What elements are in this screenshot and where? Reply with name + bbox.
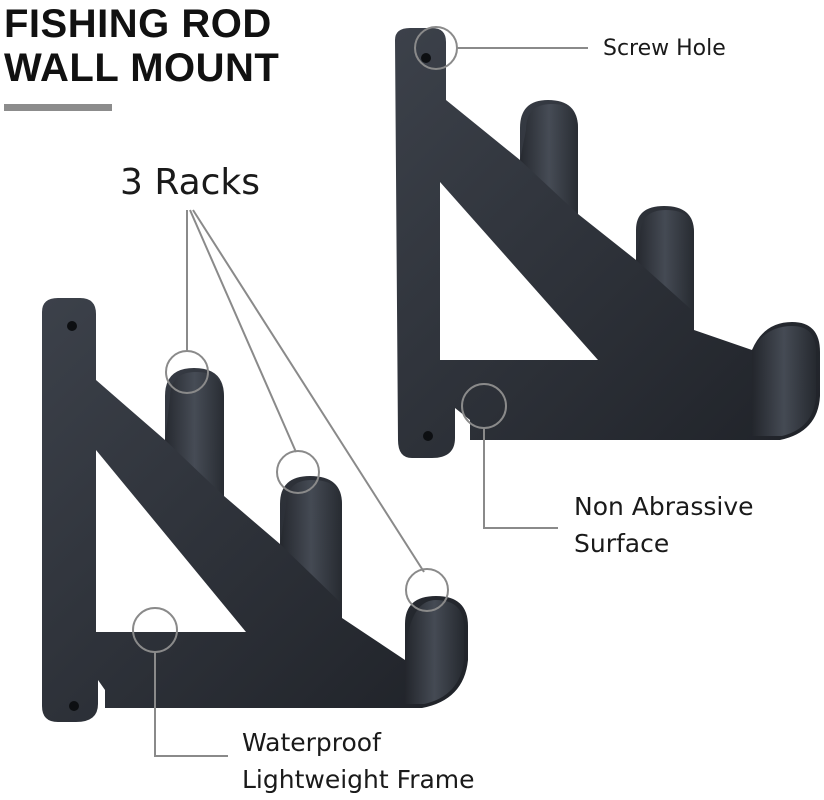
bracket-front bbox=[42, 298, 468, 722]
racks-circle-3 bbox=[405, 568, 449, 612]
title-line-2: WALL MOUNT bbox=[4, 46, 280, 90]
front-hook-1 bbox=[165, 372, 224, 496]
bracket-rear bbox=[395, 28, 820, 458]
surface-label-line-2: Surface bbox=[574, 529, 670, 558]
frame-label: Waterproof Lightweight Frame bbox=[242, 724, 475, 798]
rear-hook-3 bbox=[752, 326, 816, 436]
surface-label: Non Abrassive Surface bbox=[574, 488, 754, 562]
rear-bracket-cutout bbox=[440, 182, 598, 360]
racks-label: 3 Racks bbox=[120, 162, 261, 203]
front-hook-3 bbox=[405, 600, 464, 704]
frame-label-line-1: Waterproof bbox=[242, 728, 381, 757]
racks-leader-3 bbox=[192, 209, 425, 573]
front-screw-hole-top bbox=[67, 321, 77, 331]
racks-circle-1 bbox=[165, 350, 209, 394]
surface-label-line-1: Non Abrassive bbox=[574, 492, 754, 521]
frame-leader bbox=[154, 652, 228, 757]
title-line-1: FISHING ROD bbox=[4, 2, 272, 46]
front-bracket-cutout bbox=[96, 450, 246, 632]
product-title: FISHING ROD WALL MOUNT bbox=[4, 2, 279, 90]
racks-leader-2 bbox=[189, 209, 297, 453]
rear-hook-2 bbox=[636, 210, 694, 312]
rear-screw-hole-top bbox=[421, 53, 431, 63]
rear-screw-hole-bottom bbox=[423, 431, 433, 441]
front-hook-2 bbox=[280, 480, 342, 604]
racks-circle-2 bbox=[276, 450, 320, 494]
screw-hole-label: Screw Hole bbox=[603, 36, 726, 61]
rear-hook-1 bbox=[520, 104, 578, 214]
frame-label-line-2: Lightweight Frame bbox=[242, 765, 475, 794]
callout-annotations bbox=[132, 26, 588, 757]
title-underline-bar bbox=[4, 104, 112, 111]
front-screw-hole-bottom bbox=[69, 701, 79, 711]
surface-leader bbox=[483, 428, 558, 529]
